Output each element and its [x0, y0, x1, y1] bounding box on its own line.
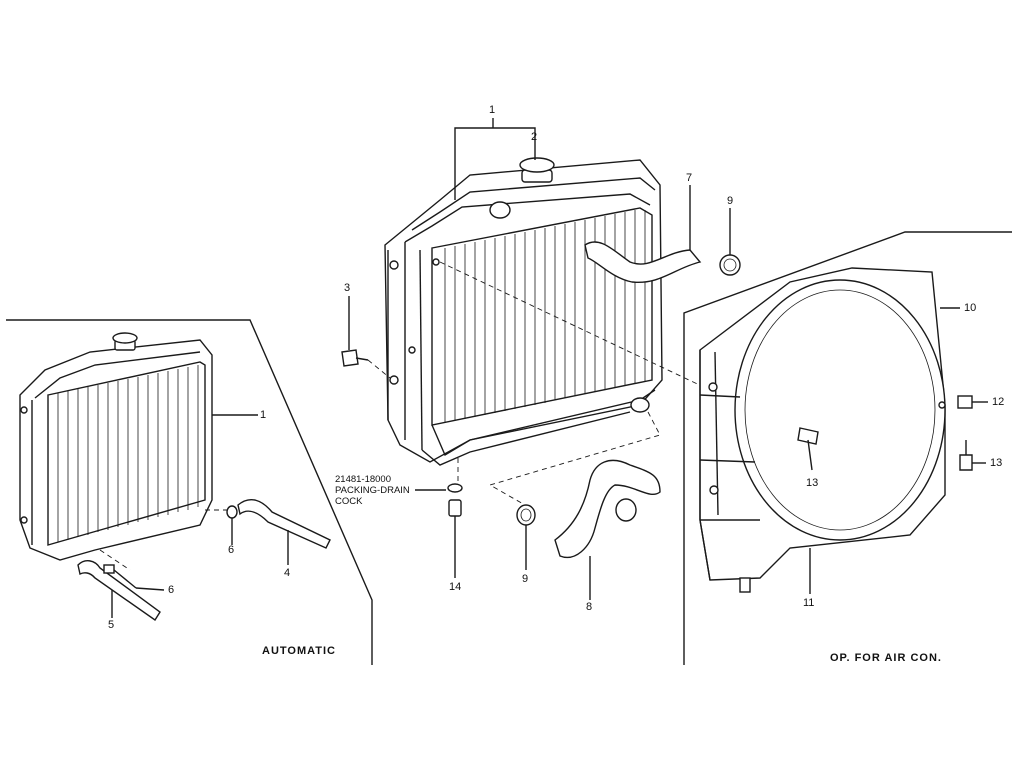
- callout-6-automatic-clamp: 6: [228, 544, 235, 556]
- callout-4-oil-hose-upper: 4: [284, 567, 291, 579]
- callout-12-clip: 12: [992, 396, 1005, 408]
- shroud-bolt-right: [959, 440, 986, 471]
- callout-13-bolt-center: 13: [806, 477, 819, 489]
- callout-11-shroud-lower: 11: [803, 597, 815, 609]
- upper-clamp: [719, 208, 741, 276]
- lower-clamp: [488, 411, 661, 570]
- callout-9-upper-clamp: 9: [727, 195, 734, 207]
- caption-automatic: AUTOMATIC: [262, 645, 336, 657]
- callout-5-oil-hose-lower: 5: [108, 619, 115, 631]
- fan-shroud: [699, 267, 960, 594]
- drain-cock-packing-note: 21481-18000 PACKING-DRAIN COCK: [335, 474, 410, 507]
- callout-9-lower-clamp: 9: [522, 573, 529, 585]
- automatic-radiator: [19, 332, 258, 561]
- drain-cock: [415, 458, 463, 578]
- automatic-upper-oil-hose: [205, 498, 331, 565]
- automatic-lower-clamp: [103, 564, 165, 591]
- section-divider-automatic: [6, 319, 373, 665]
- callout-1-automatic-radiator: 1: [260, 409, 267, 421]
- callout-3-drain-bolt: 3: [344, 282, 351, 294]
- automatic-clamp: [226, 505, 238, 545]
- callout-1-main-radiator: 1: [489, 104, 496, 116]
- section-divider-aircon: [683, 231, 1012, 665]
- part-name-line2: COCK: [335, 496, 363, 507]
- leader-main-radiator: [454, 118, 536, 200]
- automatic-lower-oil-hose: [77, 549, 161, 621]
- drain-bolt-left: [341, 296, 391, 379]
- lower-hose: [554, 459, 661, 600]
- callout-14-drain-cock: 14: [449, 581, 462, 593]
- part-name-line1: PACKING-DRAIN: [335, 485, 410, 496]
- upper-hose: [584, 185, 702, 284]
- callout-10-shroud: 10: [964, 302, 977, 314]
- shroud-bolt-center: [797, 427, 819, 471]
- shroud-clip: [957, 395, 988, 409]
- callout-13-bolt-right: 13: [990, 457, 1003, 469]
- radiator-cap: [519, 157, 555, 183]
- caption-air-con: OP. FOR AIR CON.: [830, 652, 942, 664]
- callout-2-cap: 2: [531, 131, 538, 143]
- part-number: 21481-18000: [335, 474, 391, 485]
- main-radiator: [384, 159, 663, 466]
- callout-6-automatic-lower-clamp: 6: [168, 584, 175, 596]
- callout-8-lower-hose: 8: [586, 601, 593, 613]
- callout-7-upper-hose: 7: [686, 172, 693, 184]
